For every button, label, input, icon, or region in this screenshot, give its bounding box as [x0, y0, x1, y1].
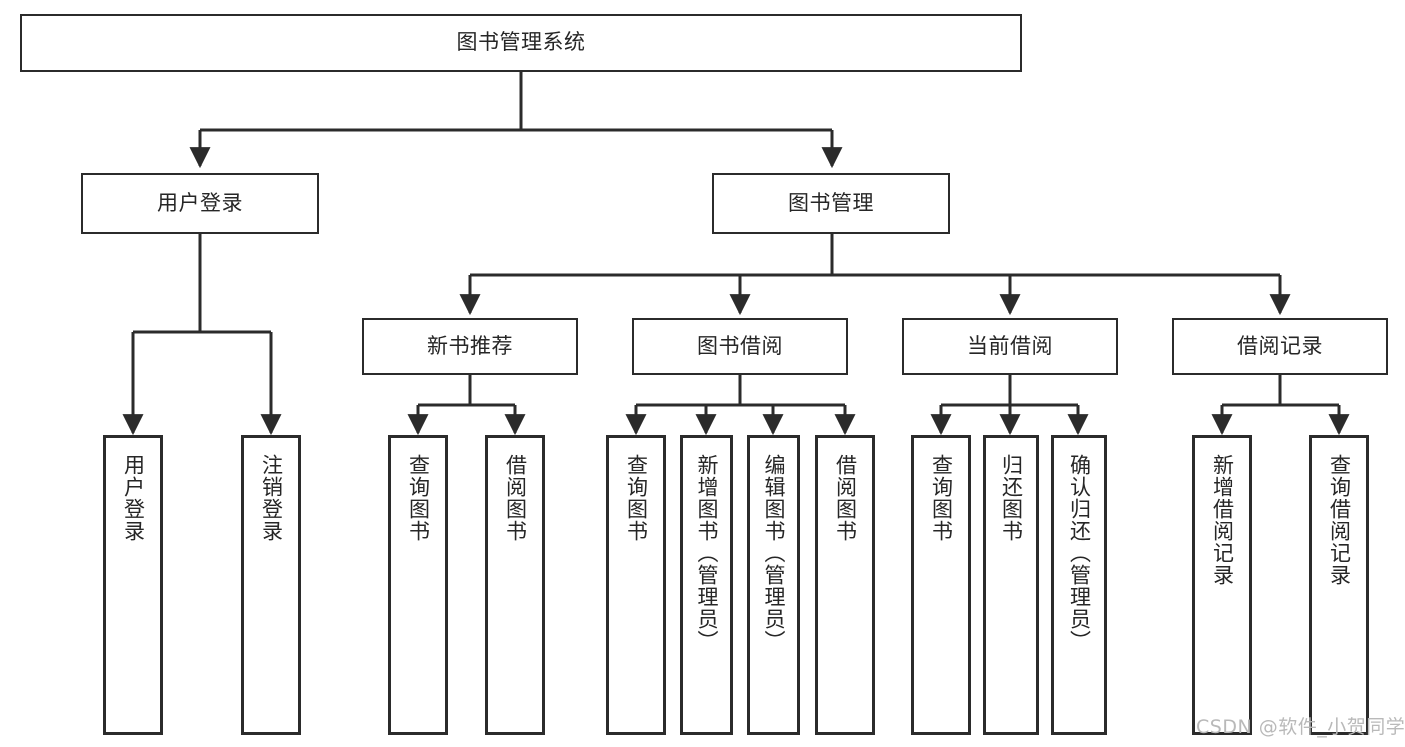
leaf-book-borrow-add-book-admin[interactable]: 新增图书（管理员） — [680, 435, 733, 735]
leaf-book-borrow-query-book[interactable]: 查询图书 — [606, 435, 666, 735]
node-label: 查询图书 — [406, 454, 431, 542]
leaf-user-login-logout[interactable]: 注销登录 — [241, 435, 301, 735]
leaf-borrow-record-query-record[interactable]: 查询借阅记录 — [1309, 435, 1369, 735]
leaf-current-borrow-query-book[interactable]: 查询图书 — [911, 435, 971, 735]
node-label: 新书推荐 — [427, 333, 513, 358]
node-label: 当前借阅 — [967, 333, 1053, 358]
leaf-book-borrow-edit-book-admin[interactable]: 编辑图书（管理员） — [747, 435, 800, 735]
node-label: 图书借阅 — [697, 333, 783, 358]
node-label: 新增借阅记录 — [1210, 454, 1235, 586]
node-label: 图书管理 — [788, 190, 874, 215]
node-new-book-recommend[interactable]: 新书推荐 — [362, 318, 578, 375]
leaf-book-borrow-borrow-book[interactable]: 借阅图书 — [815, 435, 875, 735]
node-label: 确认归还（管理员） — [1067, 454, 1092, 652]
node-label: 归还图书 — [999, 454, 1024, 542]
node-label: 查询图书 — [929, 454, 954, 542]
leaf-current-borrow-confirm-return-admin[interactable]: 确认归还（管理员） — [1051, 435, 1107, 735]
leaf-user-login-login[interactable]: 用户登录 — [103, 435, 163, 735]
node-book-management[interactable]: 图书管理 — [712, 173, 950, 234]
node-root-book-management-system[interactable]: 图书管理系统 — [20, 14, 1022, 72]
node-label: 用户登录 — [121, 454, 146, 542]
node-user-login[interactable]: 用户登录 — [81, 173, 319, 234]
node-label: 编辑图书（管理员） — [761, 454, 786, 652]
node-borrow-record[interactable]: 借阅记录 — [1172, 318, 1388, 375]
leaf-current-borrow-return-book[interactable]: 归还图书 — [983, 435, 1039, 735]
csdn-watermark: CSDN @软件_小贺同学 — [1196, 716, 1405, 738]
node-label: 借阅图书 — [833, 454, 858, 542]
leaf-new-book-query-book[interactable]: 查询图书 — [388, 435, 448, 735]
node-label: 用户登录 — [157, 190, 243, 215]
leaf-borrow-record-add-record[interactable]: 新增借阅记录 — [1192, 435, 1252, 735]
node-book-borrow[interactable]: 图书借阅 — [632, 318, 848, 375]
node-label: 借阅记录 — [1237, 333, 1323, 358]
leaf-new-book-borrow-book[interactable]: 借阅图书 — [485, 435, 545, 735]
node-label: 查询图书 — [624, 454, 649, 542]
node-label: 注销登录 — [259, 454, 284, 542]
node-label: 借阅图书 — [503, 454, 528, 542]
node-label: 新增图书（管理员） — [694, 454, 719, 652]
node-current-borrow[interactable]: 当前借阅 — [902, 318, 1118, 375]
node-label: 查询借阅记录 — [1327, 454, 1352, 586]
node-label: 图书管理系统 — [456, 30, 586, 55]
